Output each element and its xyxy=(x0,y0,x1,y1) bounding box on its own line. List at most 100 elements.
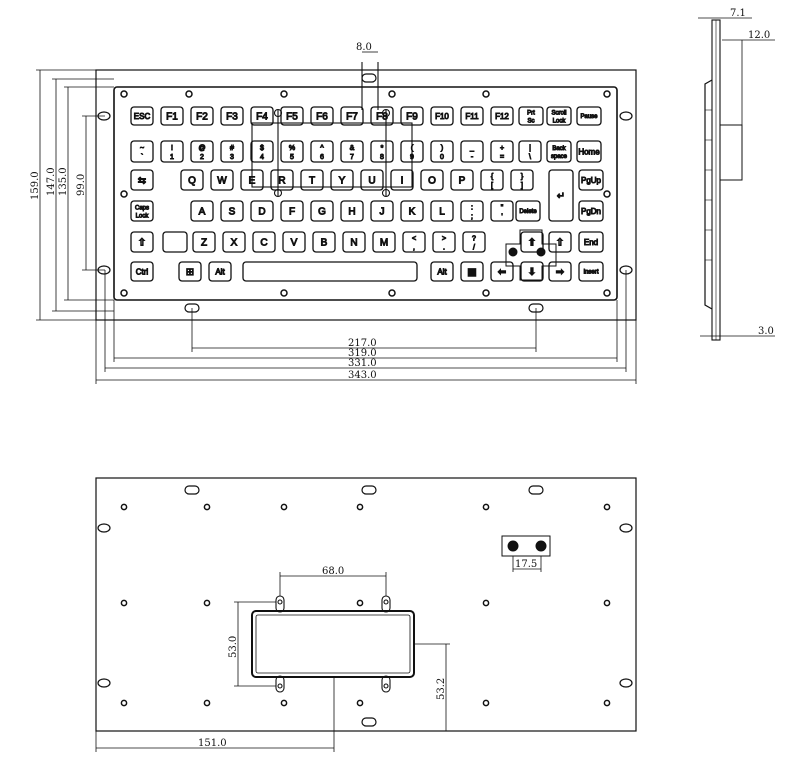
key-2[interactable]: @2 xyxy=(190,140,214,163)
key-u[interactable]: U xyxy=(360,169,384,191)
dim-width-319: 319.0 xyxy=(348,348,377,359)
dim-back-53: 53.0 xyxy=(228,636,239,658)
key-quote[interactable]: "' xyxy=(490,200,514,222)
key-pause[interactable]: Pause xyxy=(576,106,602,126)
key-h[interactable]: H xyxy=(340,200,364,222)
key-label-a: A xyxy=(199,207,206,218)
key-minus[interactable]: _- xyxy=(460,140,484,163)
key-label-f3: F3 xyxy=(226,112,238,123)
key-f7[interactable]: F7 xyxy=(340,106,364,126)
key-i[interactable]: I xyxy=(390,169,414,191)
key-3[interactable]: #3 xyxy=(220,140,244,163)
key-s[interactable]: S xyxy=(220,200,244,222)
key-t[interactable]: T xyxy=(300,169,324,191)
key-r[interactable]: R xyxy=(270,169,294,191)
key-lbracket[interactable]: {[ xyxy=(480,169,504,191)
key-j[interactable]: J xyxy=(370,200,394,222)
key-space[interactable] xyxy=(242,261,418,282)
key-delete[interactable]: Delete xyxy=(515,200,541,222)
key-label-f9: F9 xyxy=(406,112,418,123)
key-lshift[interactable]: ⇧ xyxy=(130,231,154,253)
key-b[interactable]: B xyxy=(312,231,336,253)
key-f8[interactable]: F8 xyxy=(370,106,394,126)
key-w[interactable]: W xyxy=(210,169,234,191)
key-4[interactable]: $4 xyxy=(250,140,274,163)
key-g[interactable]: G xyxy=(310,200,334,222)
key-rshift[interactable]: ⇧ xyxy=(548,231,572,253)
key-label-semicolon: :; xyxy=(471,205,473,221)
key-0[interactable]: )0 xyxy=(430,140,454,163)
key-tab[interactable]: ⇆ xyxy=(130,169,154,191)
key-pgdn[interactable]: PgDn xyxy=(578,200,604,222)
key-6[interactable]: ^6 xyxy=(310,140,334,163)
key-label-f: F xyxy=(289,207,295,218)
key-blank[interactable] xyxy=(162,231,188,253)
key-esc[interactable]: ESC xyxy=(130,106,154,126)
key-ctrl[interactable]: Ctrl xyxy=(130,261,154,282)
key-8[interactable]: *8 xyxy=(370,140,394,163)
key-f5[interactable]: F5 xyxy=(280,106,304,126)
key-5[interactable]: %5 xyxy=(280,140,304,163)
key-q[interactable]: Q xyxy=(180,169,204,191)
key-n[interactable]: N xyxy=(342,231,366,253)
key-right[interactable]: ➡ xyxy=(548,261,572,282)
key-up[interactable]: ⬆ xyxy=(520,231,544,253)
key-label-win: ⊞ xyxy=(186,267,194,278)
key-equal[interactable]: += xyxy=(490,140,514,163)
key-label-v: V xyxy=(291,238,298,249)
key-home[interactable]: Home xyxy=(576,140,602,163)
key-label-delete: Delete xyxy=(519,209,537,215)
key-p[interactable]: P xyxy=(450,169,474,191)
key-comma[interactable]: <, xyxy=(402,231,426,253)
key-7[interactable]: &7 xyxy=(340,140,364,163)
key-f1[interactable]: F1 xyxy=(160,106,184,126)
key-label-3: #3 xyxy=(230,145,234,161)
key-win[interactable]: ⊞ xyxy=(178,261,202,282)
key-end[interactable]: End xyxy=(578,231,604,253)
key-rbracket[interactable]: }] xyxy=(510,169,534,191)
key-f11[interactable]: F11 xyxy=(460,106,484,126)
key-grave[interactable]: ~` xyxy=(130,140,154,163)
key-pgup[interactable]: PgUp xyxy=(578,169,604,191)
key-f9[interactable]: F9 xyxy=(400,106,424,126)
key-f12[interactable]: F12 xyxy=(490,106,514,126)
key-ralt[interactable]: Alt xyxy=(430,261,454,282)
key-lalt[interactable]: Alt xyxy=(208,261,232,282)
key-x[interactable]: X xyxy=(222,231,246,253)
key-f3[interactable]: F3 xyxy=(220,106,244,126)
key-semicolon[interactable]: :; xyxy=(460,200,484,222)
key-label-n: N xyxy=(350,238,357,249)
pcb-window-outer xyxy=(251,610,415,678)
key-m[interactable]: M xyxy=(372,231,396,253)
key-a[interactable]: A xyxy=(190,200,214,222)
key-period[interactable]: >. xyxy=(432,231,456,253)
key-down[interactable]: ⬇ xyxy=(520,261,544,282)
key-c[interactable]: C xyxy=(252,231,276,253)
key-menu[interactable]: ▤ xyxy=(460,261,484,282)
key-f10[interactable]: F10 xyxy=(430,106,454,126)
key-d[interactable]: D xyxy=(250,200,274,222)
key-z[interactable]: Z xyxy=(192,231,216,253)
key-k[interactable]: K xyxy=(400,200,424,222)
key-1[interactable]: !1 xyxy=(160,140,184,163)
key-o[interactable]: O xyxy=(420,169,444,191)
key-enter[interactable]: ↵ xyxy=(548,169,574,222)
key-slash[interactable]: ?/ xyxy=(462,231,486,253)
key-f6[interactable]: F6 xyxy=(310,106,334,126)
key-label-menu: ▤ xyxy=(467,267,476,278)
key-y[interactable]: Y xyxy=(330,169,354,191)
key-f4[interactable]: F4 xyxy=(250,106,274,126)
key-label-esc: ESC xyxy=(134,112,151,121)
key-insert[interactable]: Insert xyxy=(578,261,604,282)
key-backslash[interactable]: |\ xyxy=(518,140,542,163)
dim-side-3: 3.0 xyxy=(758,326,774,337)
key-left[interactable]: ⬅ xyxy=(490,261,514,282)
key-f2[interactable]: F2 xyxy=(190,106,214,126)
key-v[interactable]: V xyxy=(282,231,306,253)
key-f[interactable]: F xyxy=(280,200,304,222)
key-l[interactable]: L xyxy=(430,200,454,222)
